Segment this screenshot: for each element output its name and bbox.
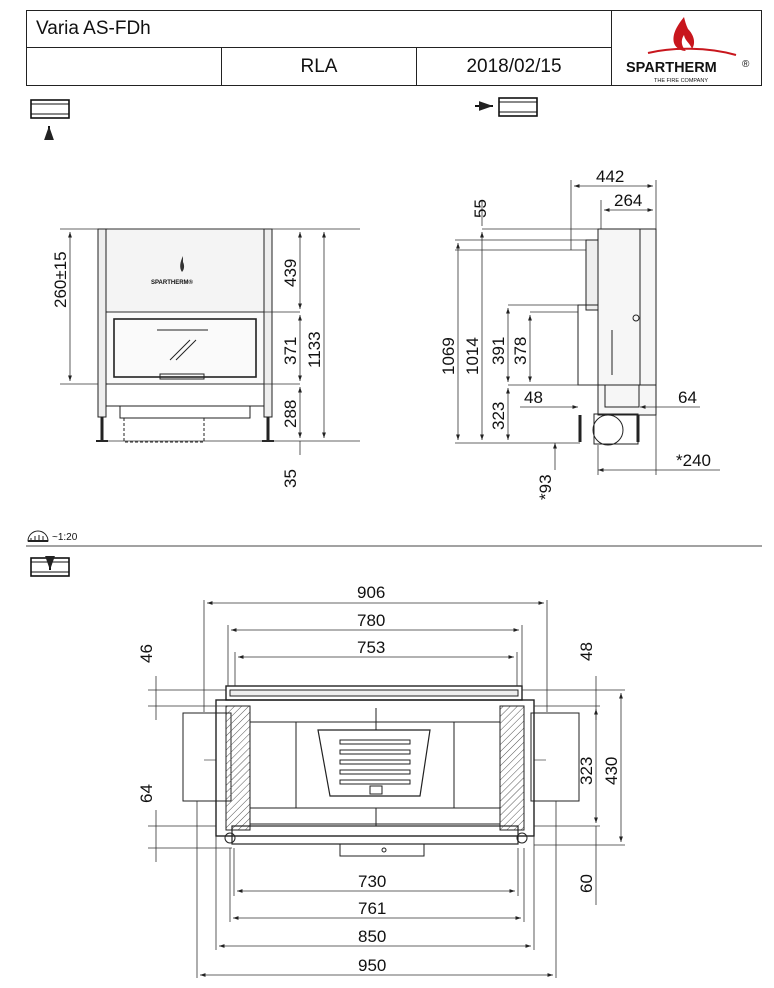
dim-780: 780 bbox=[357, 611, 385, 630]
brand-tagline: THE FIRE COMPANY bbox=[654, 78, 708, 84]
dim-850: 850 bbox=[358, 927, 386, 946]
side-view-icon bbox=[475, 97, 538, 117]
front-view: SPARTHERM® bbox=[96, 228, 274, 443]
dim-1069: 1069 bbox=[439, 337, 458, 375]
dim-260: 260±15 bbox=[51, 251, 70, 308]
title-model: Varia AS-FDh bbox=[27, 11, 612, 48]
model-name: Varia AS-FDh bbox=[36, 18, 151, 39]
dim-46: 46 bbox=[137, 644, 156, 663]
scale-text: ~1:20 bbox=[52, 532, 78, 543]
dim-761: 761 bbox=[358, 899, 386, 918]
dim-753: 753 bbox=[357, 638, 385, 657]
front-view-icon bbox=[30, 99, 70, 140]
dim-64: 64 bbox=[678, 388, 697, 407]
dim-906: 906 bbox=[357, 583, 385, 602]
variant-code: RLA bbox=[300, 55, 338, 77]
dim-378: 378 bbox=[511, 337, 530, 365]
dim-48-top: 48 bbox=[577, 642, 596, 661]
dim-430: 430 bbox=[602, 757, 621, 785]
drawing-date: 2018/02/15 bbox=[466, 55, 562, 77]
flame-icon bbox=[673, 17, 695, 51]
side-dimensions bbox=[455, 180, 720, 475]
dim-1133: 1133 bbox=[305, 331, 324, 368]
dim-288: 288 bbox=[281, 400, 300, 428]
dim-442: 442 bbox=[596, 167, 624, 186]
top-view bbox=[182, 685, 580, 857]
dim-391: 391 bbox=[489, 337, 508, 365]
front-logo-text: SPARTHERM® bbox=[151, 279, 194, 286]
title-blank bbox=[27, 48, 222, 85]
brand-logo: SPARTHERM ® THE FIRE COMPANY bbox=[626, 17, 750, 84]
scale-icon bbox=[27, 530, 49, 542]
dim-950: 950 bbox=[358, 956, 386, 975]
dim-64-top: 64 bbox=[137, 784, 156, 803]
top-dimensions bbox=[148, 600, 625, 978]
dim-240: *240 bbox=[676, 451, 711, 470]
dim-323: 323 bbox=[489, 402, 508, 430]
title-date: 2018/02/15 bbox=[417, 48, 612, 85]
dim-323-top: 323 bbox=[577, 757, 596, 785]
front-dimensions bbox=[60, 228, 360, 455]
dim-730: 730 bbox=[358, 872, 386, 891]
dim-439: 439 bbox=[281, 259, 300, 287]
dim-93: *93 bbox=[536, 474, 555, 500]
dim-371: 371 bbox=[281, 337, 300, 365]
dim-264: 264 bbox=[614, 191, 642, 210]
brand-name: SPARTHERM bbox=[626, 60, 717, 76]
brand-logo-cell: SPARTHERM ® THE FIRE COMPANY bbox=[612, 11, 761, 85]
dim-48: 48 bbox=[524, 388, 543, 407]
dim-1014: 1014 bbox=[463, 337, 482, 375]
top-view-icon bbox=[30, 556, 70, 577]
title-variant: RLA bbox=[222, 48, 417, 85]
dim-55: 55 bbox=[471, 199, 490, 218]
brand-registered: ® bbox=[742, 59, 750, 70]
front-logo: SPARTHERM® bbox=[151, 256, 194, 286]
title-block: Varia AS-FDh RLA 2018/02/15 SPARTHERM ® … bbox=[26, 10, 762, 86]
side-view bbox=[577, 228, 657, 446]
dim-60: 60 bbox=[577, 874, 596, 893]
dim-35: 35 bbox=[281, 469, 300, 488]
